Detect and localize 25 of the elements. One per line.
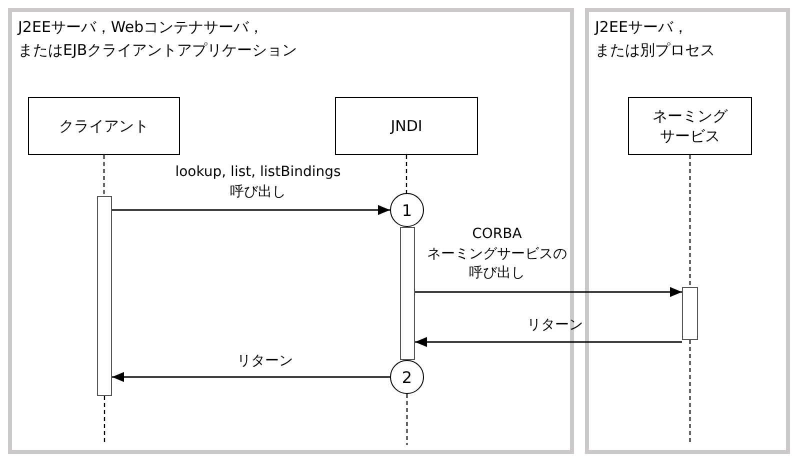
message-label: CORBA ネーミングサービスの呼び出し: [426, 225, 568, 284]
lifeline: [406, 155, 408, 193]
message-label: lookup, list, listBindings 呼び出し: [174, 163, 342, 202]
lifeline: [689, 155, 691, 287]
activation-bar: [97, 196, 112, 396]
frame-heading: J2EEサーバ，Webコンテナサーバ，またはEJBクライアントアプリケーション: [18, 17, 298, 60]
lifeline: [103, 155, 105, 196]
participant-box: クライアント: [28, 97, 180, 155]
activation-bar: [682, 287, 698, 340]
message-arrow: [415, 287, 682, 297]
participant-box: ネーミングサービス: [628, 97, 752, 155]
participant-box: JNDI: [335, 97, 478, 155]
message-arrow: [112, 205, 390, 215]
step-number-circle: 2: [390, 360, 424, 394]
message-arrow: [112, 372, 390, 382]
activation-bar: [400, 227, 415, 360]
lifeline: [406, 394, 408, 445]
message-arrow: [415, 337, 682, 347]
lifeline: [689, 340, 691, 445]
frame-heading: J2EEサーバ，または別プロセス: [595, 17, 716, 60]
step-number-circle: 1: [390, 193, 424, 227]
message-label: リターン: [527, 316, 583, 335]
message-label: リターン: [237, 352, 293, 371]
frame-panel: [585, 8, 790, 454]
lifeline: [104, 396, 106, 445]
